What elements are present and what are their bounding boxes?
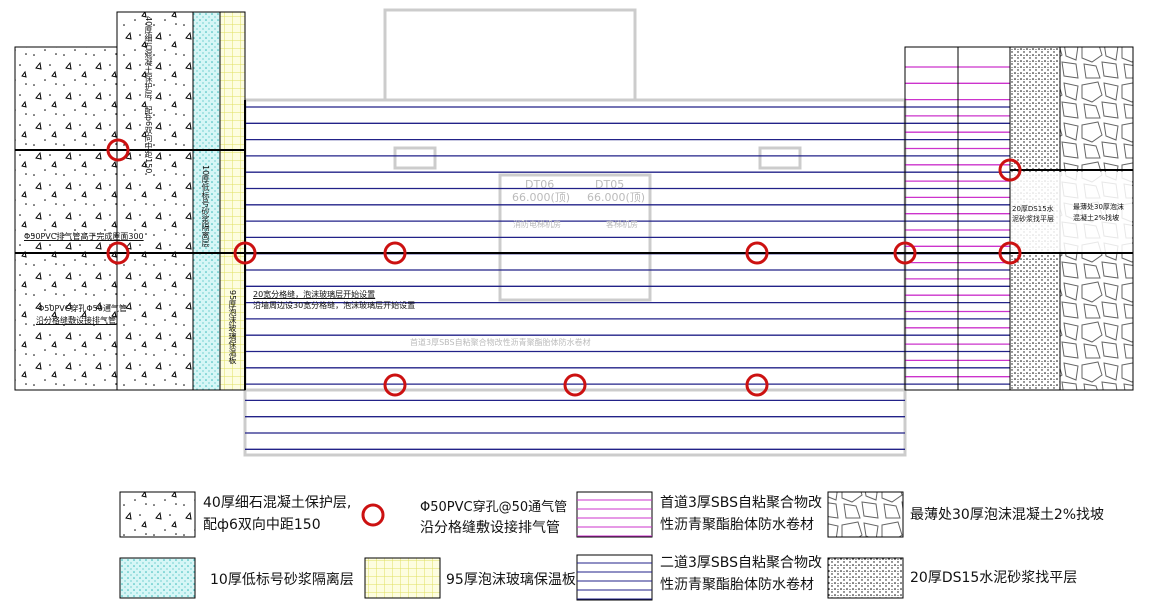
legend-swatch-sbs1 (576, 491, 653, 538)
right-foam-note-1: 最薄处30厚泡沫 (1073, 203, 1124, 211)
foam-glass-note: 95厚泡沫玻璃保温板 (228, 290, 237, 365)
legend-mortar: 10厚低标号砂浆隔离层 (210, 572, 354, 588)
concrete-note: 40厚细石混凝土保护层，配ф6双向中距150 (144, 16, 153, 174)
legend-sbs2-line2: 性沥青聚酯胎体防水卷材 (660, 577, 814, 593)
legend-swatch-foamglass (364, 557, 441, 599)
legend-swatch-pipe (361, 503, 385, 527)
legend-foamconcrete: 最薄处30厚泡沫混凝土2%找坡 (910, 507, 1105, 523)
elevator-2-level: 66.000(顶) (587, 191, 646, 204)
pipe-height-note: Φ50PVC排气管高于完成屋面300 (24, 232, 144, 241)
pipe-hole-note-2: 沿分格缝敷设接排气管 (36, 316, 116, 325)
grid-note-1: 20宽分格缝，泡沫玻璃层开始设置 (253, 290, 376, 299)
legend-swatch-sbs2 (576, 554, 653, 601)
legend-sbs2-line1: 二道3厚SBS自粘聚合物改 (660, 555, 823, 571)
legend-concrete-line1: 40厚细石混凝土保护层, (203, 495, 352, 511)
vent-pipe-marker (563, 373, 587, 397)
vent-pipe-marker (383, 373, 407, 397)
vent-pipe-marker (106, 138, 130, 162)
vent-pipe-marker (998, 241, 1022, 265)
grid-note-2: 沿墙周边设30宽分格缝，泡沫玻璃层开始设置 (253, 301, 416, 310)
legend-swatch-concrete (119, 491, 196, 538)
elevator-1-code: DT06 (525, 178, 555, 191)
elevator-2-room: 客梯机房 (606, 220, 638, 229)
legend-concrete-line2: 配ф6双向中距150 (203, 517, 321, 533)
legend-leveling: 20厚DS15水泥砂浆找平层 (910, 570, 1078, 586)
legend-sbs1-line2: 性沥青聚酯胎体防水卷材 (660, 517, 814, 533)
right-mortar-note: 20厚DS15水泥砂浆找平层 (1012, 205, 1054, 223)
legend-swatch-leveling (827, 557, 904, 599)
legend-swatch-mortar (119, 557, 196, 599)
legend-pipe-line2: 沿分格缝敷设接排气管 (420, 520, 560, 536)
elevator-1-level: 66.000(顶) (512, 191, 571, 204)
vent-pipe-marker (383, 241, 407, 265)
vent-pipe-marker (745, 241, 769, 265)
sbs-center-note: 首道3厚SBS自粘聚合物改性沥青聚酯胎体防水卷材 (410, 338, 591, 347)
elevator-1-room: 消防电梯机房 (513, 220, 561, 229)
pipe-hole-note-1: Φ50PVC穿孔Φ50通气管 (38, 304, 127, 313)
legend-foamglass: 95厚泡沫玻璃保温板 (446, 572, 576, 588)
right-foam-note-2: 混凝土2%找坡 (1073, 214, 1120, 222)
vent-pipe-marker (998, 158, 1022, 182)
vent-pipe-marker (893, 241, 917, 265)
vent-pipe-marker (745, 373, 769, 397)
vent-pipe-marker (106, 241, 130, 265)
legend-swatch-foamconcrete (827, 491, 904, 538)
mortar-isolation-note: 10厚低标号砂浆隔离层 (201, 165, 210, 248)
legend-sbs1-line1: 首道3厚SBS自粘聚合物改 (660, 495, 823, 511)
elevator-2-code: DT05 (595, 178, 625, 191)
vent-pipe-marker (233, 241, 257, 265)
legend-pipe-line1: Φ50PVC穿孔@50通气管 (420, 500, 568, 515)
